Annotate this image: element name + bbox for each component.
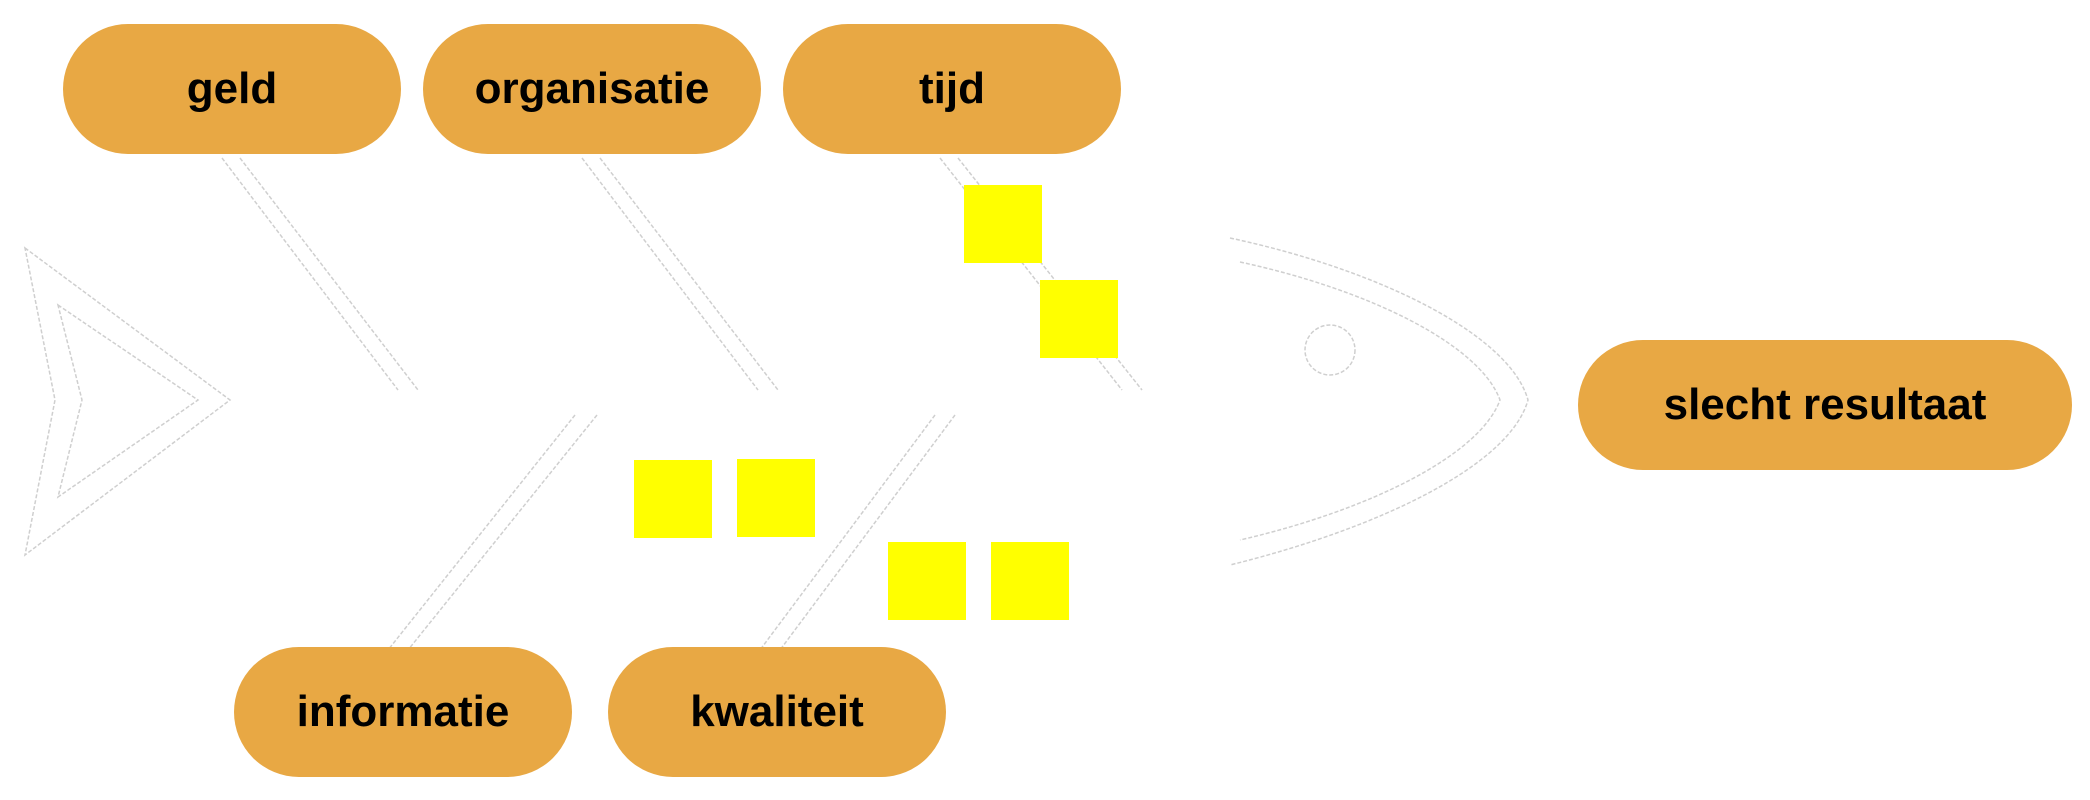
category-tijd: tijd [783, 24, 1121, 154]
sticky-note[interactable] [888, 542, 966, 620]
sticky-note[interactable] [1040, 280, 1118, 358]
bone-informatie-b [407, 414, 598, 651]
fish-tail-inner [56, 303, 200, 499]
fish-tail-outer [23, 246, 232, 557]
category-organisatie: organisatie [423, 24, 761, 154]
bone-kwaliteit-b [779, 414, 956, 651]
fish-head-outer [1229, 237, 1529, 566]
sticky-note[interactable] [737, 459, 815, 537]
sticky-note[interactable] [991, 542, 1069, 620]
bone-kwaliteit-a [759, 414, 936, 651]
sticky-note[interactable] [964, 185, 1042, 263]
bone-organisatie-a [581, 157, 759, 391]
category-informatie: informatie [234, 647, 572, 777]
sticky-note[interactable] [634, 460, 712, 538]
bone-geld-b [239, 157, 419, 391]
category-geld: geld [63, 24, 401, 154]
bone-organisatie-b [599, 157, 779, 391]
bone-informatie-a [387, 414, 576, 651]
effect-slecht-resultaat: slecht resultaat [1578, 340, 2072, 470]
category-kwaliteit: kwaliteit [608, 647, 946, 777]
fish-eye [1304, 324, 1356, 376]
bone-geld-a [221, 157, 399, 391]
fish-head-inner [1239, 261, 1501, 541]
